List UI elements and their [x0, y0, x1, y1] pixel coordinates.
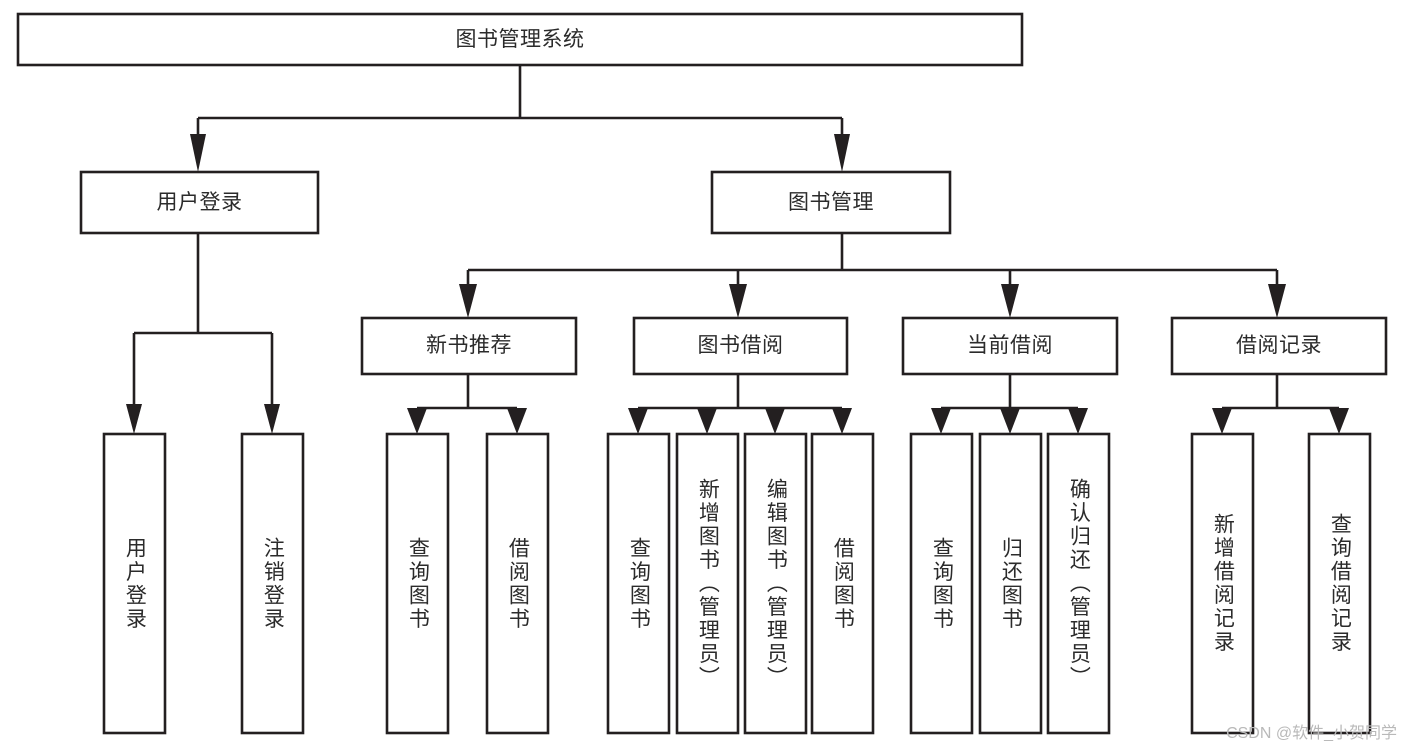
- connector-group: [126, 65, 1349, 434]
- arrow-head-leaf-edit-book: [765, 408, 785, 434]
- node-box-leaf-query-book-1[interactable]: [385, 432, 450, 735]
- arrow-head-leaf-query-book-3: [931, 408, 951, 434]
- node-box-leaf-user-login[interactable]: [102, 432, 167, 735]
- node-box-borrow-record[interactable]: [1170, 316, 1388, 376]
- node-box-leaf-query-book-2[interactable]: [606, 432, 671, 735]
- node-box-leaf-add-record[interactable]: [1190, 432, 1255, 735]
- arrow-head-leaf-return-book: [1000, 408, 1020, 434]
- node-box-leaf-query-book-3[interactable]: [909, 432, 974, 735]
- arrow-head-leaf-add-book: [697, 408, 717, 434]
- arrow-head-borrow-record: [1268, 284, 1286, 318]
- node-box-leaf-user-logout[interactable]: [240, 432, 305, 735]
- arrow-head-leaf-user-login: [126, 404, 142, 434]
- node-box-root[interactable]: [16, 12, 1024, 67]
- node-box-leaf-borrow-book-1[interactable]: [485, 432, 550, 735]
- arrow-head-leaf-query-record: [1329, 408, 1349, 434]
- node-box-user-login[interactable]: [79, 170, 320, 235]
- node-box-book-manage[interactable]: [710, 170, 952, 235]
- arrow-head-leaf-add-record: [1212, 408, 1232, 434]
- node-box-leaf-add-book[interactable]: [675, 432, 740, 735]
- node-box-leaf-edit-book[interactable]: [743, 432, 808, 735]
- arrow-head-new-book-recommend: [459, 284, 477, 318]
- node-box-group: [16, 12, 1388, 735]
- arrow-head-leaf-borrow-book-1: [507, 408, 527, 434]
- arrow-head-book-manage: [834, 134, 850, 172]
- arrow-head-leaf-confirm-return: [1068, 408, 1088, 434]
- node-box-book-borrow[interactable]: [632, 316, 849, 376]
- arrow-head-leaf-user-logout: [264, 404, 280, 434]
- node-box-leaf-query-record[interactable]: [1307, 432, 1372, 735]
- arrow-head-leaf-borrow-book-2: [832, 408, 852, 434]
- arrow-head-leaf-query-book-1: [407, 408, 427, 434]
- arrow-head-user-login: [190, 134, 206, 172]
- node-box-new-book-recommend[interactable]: [360, 316, 578, 376]
- arrow-head-book-borrow: [729, 284, 747, 318]
- node-box-leaf-return-book[interactable]: [978, 432, 1043, 735]
- arrow-head-current-borrow: [1001, 284, 1019, 318]
- arrow-head-leaf-query-book-2: [628, 408, 648, 434]
- node-box-leaf-borrow-book-2[interactable]: [810, 432, 875, 735]
- node-box-current-borrow[interactable]: [901, 316, 1119, 376]
- node-box-leaf-confirm-return[interactable]: [1046, 432, 1111, 735]
